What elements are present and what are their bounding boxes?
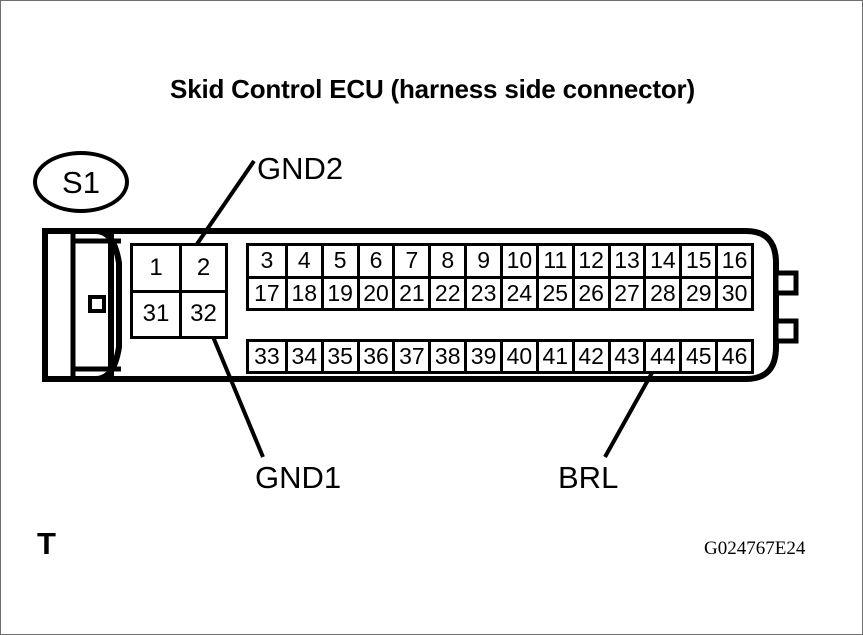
pin-grid-main-top-block: 3 4 5 6 7 8 9 10 11 12 13 14 15 16 17 18… bbox=[246, 243, 754, 311]
pin-grid-main-bottom-block: 33 34 35 36 37 38 39 40 41 42 43 44 45 4… bbox=[246, 339, 754, 374]
callout-label-brl: BRL bbox=[558, 460, 619, 495]
pin-cell[interactable]: 19 bbox=[320, 278, 357, 308]
pin-cell[interactable]: 44 bbox=[643, 342, 680, 371]
connector-badge-s1: S1 bbox=[33, 151, 129, 213]
pin-cell[interactable]: 7 bbox=[392, 246, 429, 276]
pin-cell[interactable]: 41 bbox=[535, 342, 572, 371]
pin-row: 33 34 35 36 37 38 39 40 41 42 43 44 45 4… bbox=[249, 342, 752, 371]
pin-cell[interactable]: 40 bbox=[500, 342, 536, 371]
pin-cell[interactable]: 14 bbox=[643, 246, 680, 276]
pin-cell[interactable]: 18 bbox=[284, 278, 321, 308]
pin-cell[interactable]: 10 bbox=[500, 246, 536, 276]
pin-cell[interactable]: 20 bbox=[356, 278, 393, 308]
pin-grid-left-block: 1 2 31 32 bbox=[130, 243, 228, 339]
pin-cell[interactable]: 30 bbox=[715, 278, 752, 308]
pin-cell[interactable]: 38 bbox=[428, 342, 465, 371]
pin-cell[interactable]: 5 bbox=[320, 246, 357, 276]
connector-right-tab-upper bbox=[773, 270, 799, 296]
pin-cell[interactable]: 45 bbox=[679, 342, 716, 371]
pin-cell[interactable]: 24 bbox=[500, 278, 536, 308]
callout-label-gnd1: GND1 bbox=[255, 460, 342, 495]
page-title: Skid Control ECU (harness side connector… bbox=[170, 74, 695, 104]
pin-cell[interactable]: 13 bbox=[607, 246, 644, 276]
pin-cell[interactable]: 8 bbox=[428, 246, 465, 276]
pin-cell[interactable]: 33 bbox=[249, 342, 285, 371]
pin-cell[interactable]: 12 bbox=[571, 246, 608, 276]
pin-cell[interactable]: 36 bbox=[356, 342, 393, 371]
pin-cell[interactable]: 23 bbox=[464, 278, 501, 308]
pin-cell[interactable]: 2 bbox=[179, 246, 225, 290]
connector-latch-notch bbox=[88, 295, 106, 313]
pin-cell[interactable]: 11 bbox=[535, 246, 572, 276]
pin-cell[interactable]: 39 bbox=[464, 342, 501, 371]
pin-cell[interactable]: 31 bbox=[133, 292, 179, 336]
pin-cell[interactable]: 15 bbox=[679, 246, 716, 276]
pin-cell[interactable]: 1 bbox=[133, 246, 179, 290]
pin-cell[interactable]: 22 bbox=[428, 278, 465, 308]
pin-cell[interactable]: 17 bbox=[249, 278, 285, 308]
pin-cell[interactable]: 34 bbox=[284, 342, 321, 371]
pin-cell[interactable]: 9 bbox=[464, 246, 501, 276]
pin-cell[interactable]: 29 bbox=[679, 278, 716, 308]
pin-row: 3 4 5 6 7 8 9 10 11 12 13 14 15 16 bbox=[249, 246, 752, 276]
connector-body-outline bbox=[95, 228, 779, 382]
pin-cell[interactable]: 28 bbox=[643, 278, 680, 308]
pin-cell[interactable]: 21 bbox=[392, 278, 429, 308]
pin-cell[interactable]: 43 bbox=[607, 342, 644, 371]
figure-reference-code: G024767E24 bbox=[704, 538, 806, 559]
pin-cell[interactable]: 46 bbox=[715, 342, 752, 371]
pin-cell[interactable]: 27 bbox=[607, 278, 644, 308]
corner-mark-t: T bbox=[37, 526, 56, 561]
pin-row: 1 2 bbox=[133, 246, 225, 290]
pin-cell[interactable]: 6 bbox=[356, 246, 393, 276]
pin-cell[interactable]: 3 bbox=[249, 246, 285, 276]
pin-cell[interactable]: 16 bbox=[715, 246, 752, 276]
pin-row: 17 18 19 20 21 22 23 24 25 26 27 28 29 3… bbox=[249, 275, 752, 308]
connector-left-housing bbox=[42, 228, 114, 382]
pin-cell[interactable]: 35 bbox=[320, 342, 357, 371]
connector-right-tab-lower bbox=[773, 318, 799, 344]
pin-cell[interactable]: 26 bbox=[571, 278, 608, 308]
pin-row: 31 32 bbox=[133, 289, 225, 336]
connector-badge-label: S1 bbox=[62, 164, 100, 200]
pin-cell[interactable]: 32 bbox=[179, 292, 225, 336]
pin-cell[interactable]: 4 bbox=[284, 246, 321, 276]
pin-cell[interactable]: 42 bbox=[571, 342, 608, 371]
pin-cell[interactable]: 37 bbox=[392, 342, 429, 371]
callout-label-gnd2: GND2 bbox=[257, 151, 344, 186]
pin-cell[interactable]: 25 bbox=[535, 278, 572, 308]
